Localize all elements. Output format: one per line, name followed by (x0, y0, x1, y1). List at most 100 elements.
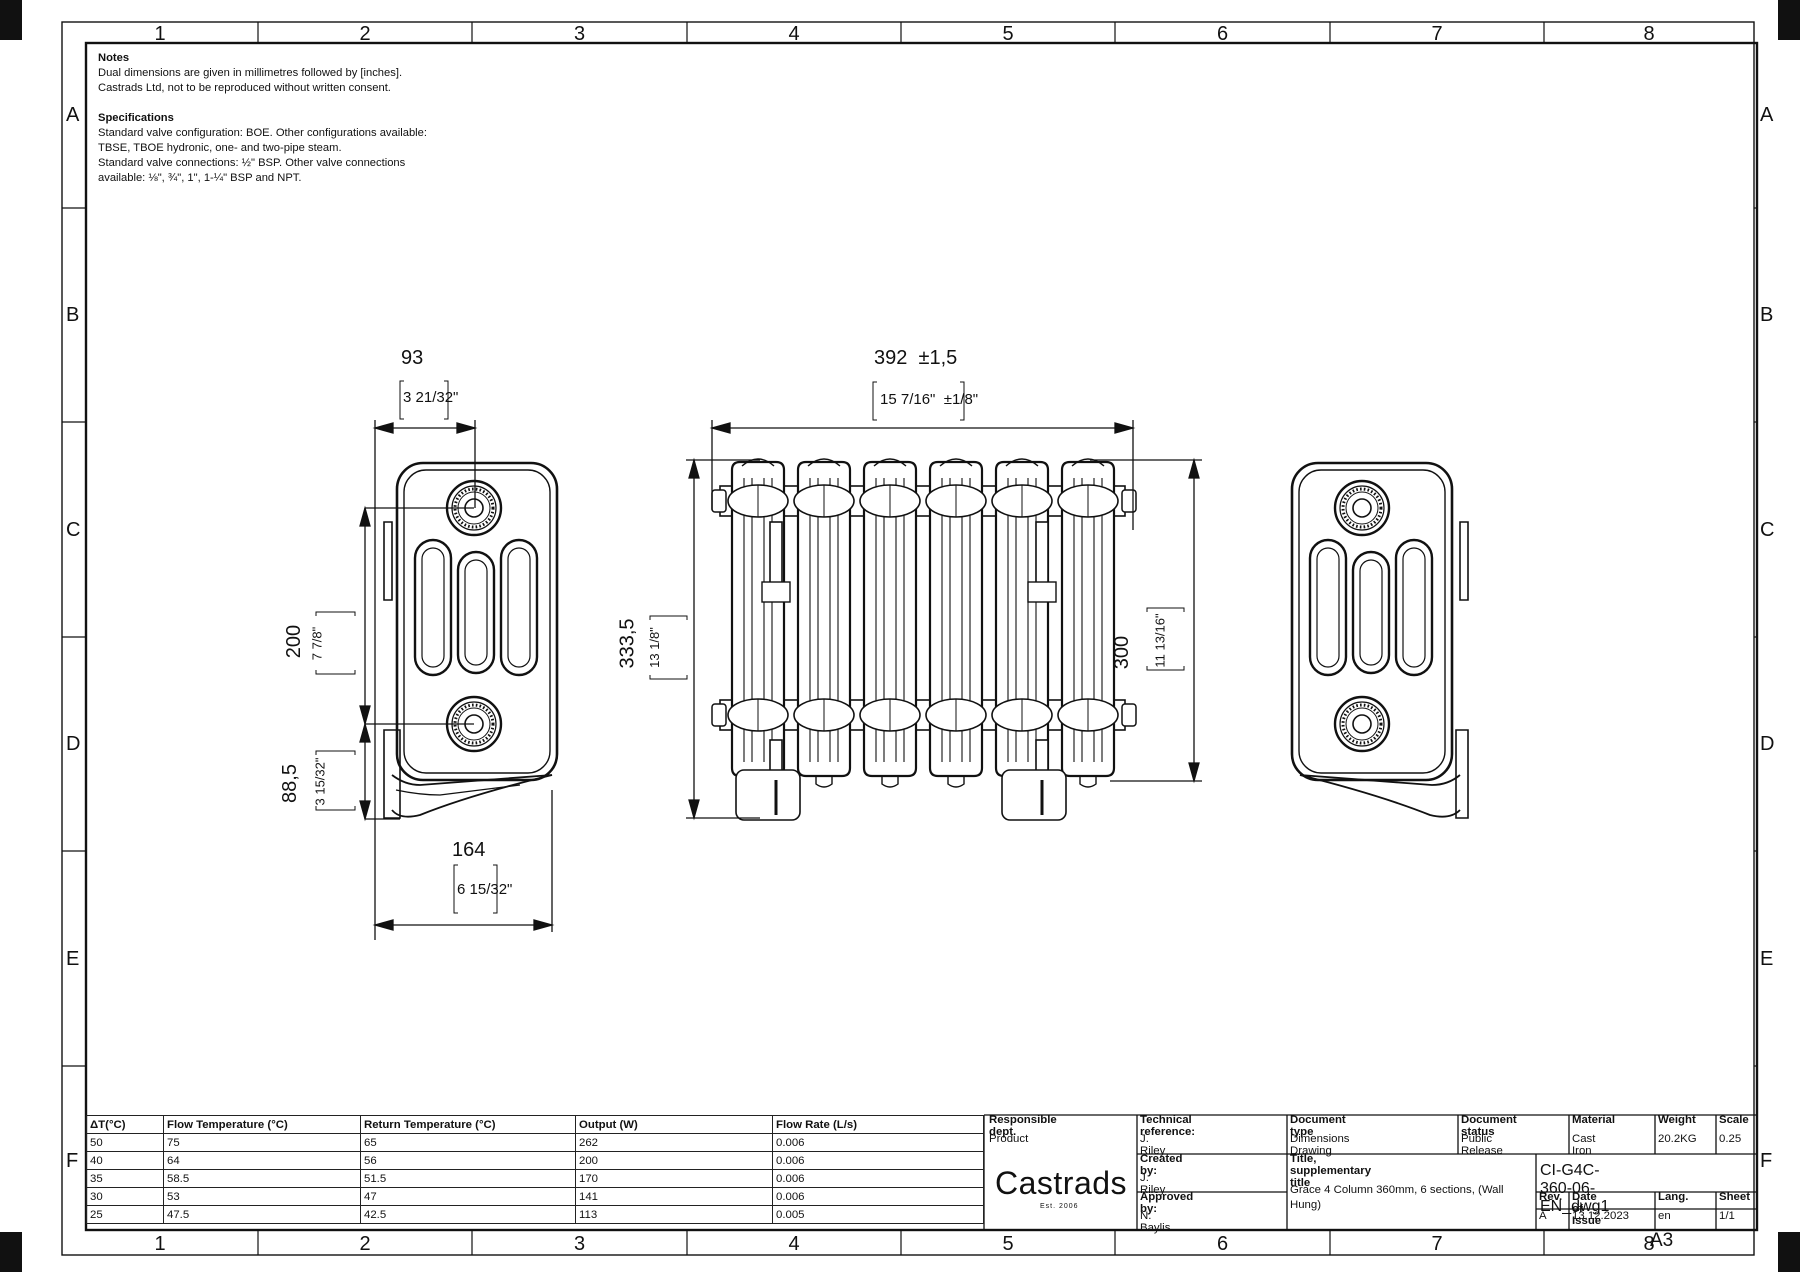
approved-by-label: Approved by: (1140, 1191, 1194, 1215)
responsible-dept: Product (989, 1133, 1029, 1145)
dim-side-floor-mm: 88,5 (278, 764, 301, 803)
table-cell: 25 (86, 1205, 164, 1224)
dim-front-width-in: 15 7/16" ±1/8" (880, 391, 979, 408)
sheet-label: Sheet (1719, 1191, 1751, 1203)
zone-row-label: B (66, 304, 80, 326)
zone-column-label: 4 (788, 23, 800, 45)
zone-row-label: F (66, 1149, 79, 1172)
document-type-label: Document type (1290, 1114, 1346, 1138)
created-by-label: Created by: (1140, 1153, 1183, 1177)
zone-column-label: 8 (1643, 1233, 1655, 1255)
corner-mark-br (1778, 1232, 1800, 1272)
created-by: J. Riley (1140, 1172, 1166, 1196)
material: Cast Iron (1572, 1133, 1596, 1157)
corner-mark-tr (1778, 0, 1800, 40)
responsible-dept-label: Responsible dept. (989, 1114, 1057, 1138)
dim-side-floor-in: 3 15/32" (312, 757, 328, 806)
zone-row-label: D (1760, 733, 1775, 755)
table-cell: 262 (575, 1133, 773, 1152)
performance-table: ΔT(°C) Flow Temperature (°C) Return Temp… (86, 1115, 984, 1224)
dim-front-width-mm: 392 ±1,5 (874, 347, 958, 369)
rev: A (1539, 1210, 1547, 1222)
table-cell: 0.006 (772, 1133, 984, 1152)
table-cell: 40 (86, 1151, 164, 1170)
table-cell: 50 (86, 1133, 164, 1152)
table-cell: 64 (163, 1151, 361, 1170)
title-label: Title, supplementary title (1290, 1153, 1372, 1189)
notes-line: Dual dimensions are given in millimetres… (98, 67, 403, 79)
table-cell: 51.5 (360, 1169, 576, 1188)
zone-row-label: A (1760, 104, 1774, 126)
zone-column-label: 3 (573, 1233, 586, 1255)
technical-reference: J. Riley (1140, 1133, 1166, 1157)
front-view (711, 458, 1137, 821)
zone-column-label: 1 (154, 1233, 166, 1255)
drawing-title: Grace 4 Column 360mm, 6 sections, (Wall … (1290, 1184, 1504, 1211)
table-header: Flow Temperature (°C) (163, 1115, 361, 1134)
inch-brackets (315, 380, 1185, 914)
table-header: ΔT(°C) (86, 1115, 164, 1134)
weight-label: Weight (1658, 1114, 1696, 1126)
table-cell: 42.5 (360, 1205, 576, 1224)
zone-column-label: 2 (359, 1233, 371, 1255)
dim-side-center-in: 7 7/8" (309, 626, 325, 661)
zone-column-label: 3 (573, 23, 586, 45)
notes-line: Castrads Ltd, not to be reproduced witho… (98, 82, 391, 94)
outer-border (61, 21, 1755, 1256)
side-view-left (383, 461, 559, 819)
table-cell: 141 (575, 1187, 773, 1206)
spec-line: TBSE, TBOE hydronic, one- and two-pipe s… (98, 142, 342, 154)
table-header: Return Temperature (°C) (360, 1115, 576, 1134)
table-header: Output (W) (575, 1115, 773, 1134)
zone-column-label: 7 (1431, 23, 1443, 45)
date-of-issue: 13.12.2023 (1572, 1210, 1630, 1222)
inner-border (84, 41, 1759, 1232)
scale: 0.25 (1719, 1133, 1742, 1145)
zone-column-label: 6 (1216, 23, 1229, 45)
zone-row-label: F (1760, 1149, 1773, 1172)
weight: 20.2KG (1658, 1133, 1697, 1145)
dim-side-depth-in: 6 15/32" (457, 881, 513, 898)
table-cell: 65 (360, 1133, 576, 1152)
castrads-logo: Castrads (995, 1165, 1128, 1201)
dim-front-body-in: 11 13/16" (1152, 613, 1168, 668)
zone-row-label: C (66, 518, 81, 541)
zone-row-label: B (1760, 304, 1774, 326)
sheet: 1/1 (1719, 1210, 1735, 1222)
table-cell: 0.005 (772, 1205, 984, 1224)
zone-row-label: E (66, 947, 80, 970)
notes-block: Notes Dual dimensions are given in milli… (98, 51, 427, 186)
zone-column-label: 7 (1431, 1233, 1443, 1255)
lang-label: Lang. (1658, 1191, 1689, 1203)
table-cell: 47.5 (163, 1205, 361, 1224)
table-cell: 75 (163, 1133, 361, 1152)
title-block-grid (983, 1114, 1757, 1230)
spec-line: Standard valve configuration: BOE. Other… (98, 127, 427, 139)
table-cell: 53 (163, 1187, 361, 1206)
side-view-right (1290, 461, 1469, 819)
table-cell: 113 (575, 1205, 773, 1224)
table-cell: 0.006 (772, 1151, 984, 1170)
paper-size: A3 (1650, 1230, 1674, 1251)
table-cell: 0.006 (772, 1187, 984, 1206)
zone-row-label: D (66, 733, 81, 755)
logo-established: Est. 2006 (1040, 1203, 1079, 1210)
zone-row-label: C (1760, 518, 1775, 541)
zone-row-label: A (66, 104, 80, 126)
document-status-label: Document status (1461, 1114, 1517, 1138)
lang: en (1658, 1210, 1671, 1222)
zone-row-label: E (1760, 947, 1774, 970)
table-cell: 47 (360, 1187, 576, 1206)
zone-column-label: 1 (154, 23, 166, 45)
document-status: Public Release (1461, 1133, 1503, 1157)
zone-column-label: 6 (1216, 1233, 1229, 1255)
spec-line: available: ⅛", ¾", 1", 1-¼" BSP and NPT. (98, 172, 302, 184)
zone-column-label: 8 (1643, 23, 1655, 45)
zone-column-label: 5 (1002, 1233, 1014, 1255)
